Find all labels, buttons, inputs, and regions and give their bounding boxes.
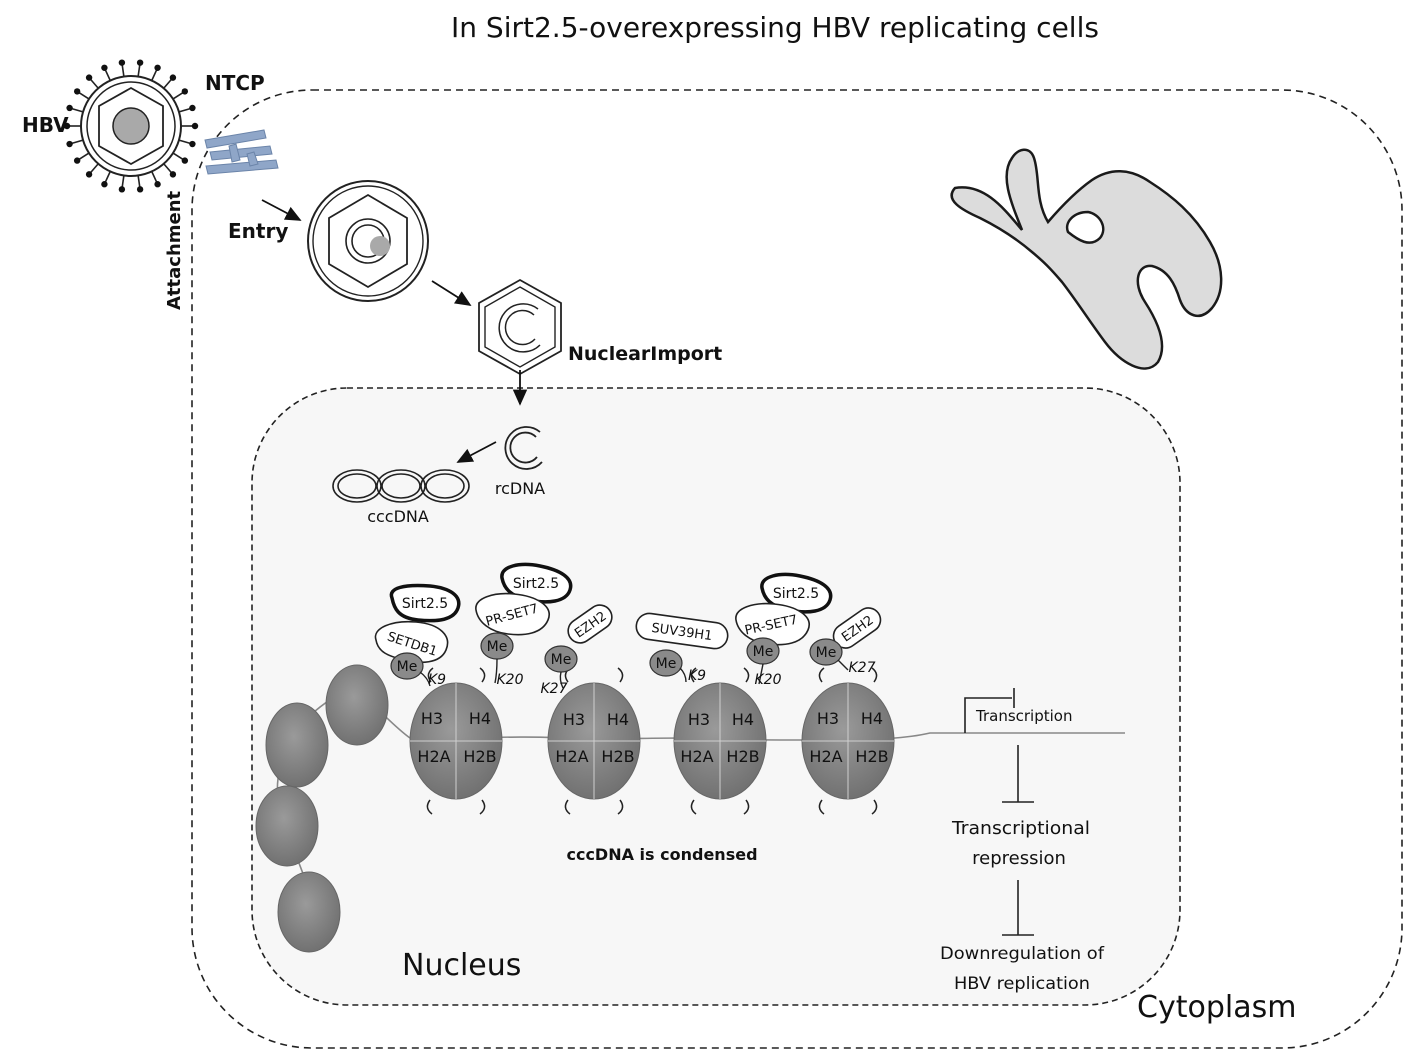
histone-h3: H3	[688, 710, 710, 729]
histone-h4: H4	[861, 709, 883, 728]
histone-h2a: H2A	[555, 747, 588, 766]
envelope-spike-tip	[101, 181, 108, 188]
sirt-label: Sirt2.5	[513, 576, 559, 592]
modifier-group-4: SUV39H1 Me K9	[635, 612, 729, 684]
cytoplasm-label: Cytoplasm	[1137, 990, 1296, 1025]
nucleosome-2: H3 H4 H2A H2B	[547, 667, 641, 815]
sirt-label: Sirt2.5	[402, 596, 448, 612]
cell-membrane	[191, 89, 1403, 1049]
envelope-spike-tip	[85, 74, 93, 81]
envelope-spike-tip	[73, 88, 81, 95]
histone-h2a: H2A	[809, 747, 842, 766]
entry-label: Entry	[228, 219, 288, 243]
me-label: Me	[551, 652, 572, 668]
transcription-label: Transcription	[975, 707, 1072, 725]
sirt-label: Sirt2.5	[773, 586, 819, 602]
me-label: Me	[816, 645, 837, 661]
cccdna-molecule	[332, 469, 470, 503]
histone-h2a: H2A	[417, 747, 450, 766]
conversion-arrow	[456, 441, 497, 463]
cccdna-label: cccDNA	[367, 507, 429, 526]
k9-label: K9	[428, 672, 446, 688]
histone-h2b: H2B	[855, 747, 888, 766]
figure-title: In Sirt2.5-overexpressing HBV replicatin…	[451, 11, 1099, 44]
rcdna-molecule	[504, 426, 543, 470]
k20-label: K20	[497, 672, 524, 688]
chromatin-state-label: cccDNA is condensed	[566, 845, 757, 864]
envelope-spike-tip	[136, 186, 144, 193]
hbv-virion	[63, 59, 199, 193]
envelope-spike-tip	[154, 64, 161, 71]
histone-h4: H4	[469, 709, 491, 728]
envelope-spike-tip	[66, 140, 73, 148]
envelope-spike-tip	[169, 74, 177, 81]
envelope-spike-tip	[189, 140, 196, 148]
nucleosome-1: H3 H4 H2A H2B	[409, 667, 503, 815]
histone-h2b: H2B	[601, 747, 634, 766]
nucleus-label: Nucleus	[402, 948, 521, 983]
envelope-spike-tip	[154, 181, 161, 188]
envelope-spike-tip	[189, 104, 196, 112]
modifier-group-5: Sirt2.5 PR-SET7 Me K20	[735, 572, 833, 688]
k20-label: K20	[755, 672, 782, 688]
envelope-spike-tip	[66, 104, 73, 112]
envelope-spike-tip	[191, 122, 199, 130]
envelope-spike-tip	[181, 88, 189, 95]
histone-h4: H4	[732, 710, 754, 729]
release-arrow	[431, 280, 472, 306]
modifier-group-2: Sirt2.5 PR-SET7 Me K20	[475, 562, 573, 688]
envelope-spike-tip	[169, 171, 177, 178]
k27-label: K27	[541, 681, 568, 697]
k27-label: K27	[849, 660, 876, 676]
downregulation-label-line2: HBV replication	[954, 974, 1090, 994]
transcription-start-site	[964, 697, 1012, 733]
histone-h3: H3	[421, 709, 443, 728]
histone-h2b: H2B	[726, 747, 759, 766]
envelope-spike-tip	[136, 59, 144, 66]
attachment-label: Attachment	[164, 190, 185, 310]
organelle-shape	[950, 148, 1223, 370]
envelope-spike-tip	[181, 157, 189, 164]
envelope-spike-tip	[85, 171, 93, 178]
histone-h3: H3	[817, 709, 839, 728]
entry-arrow	[261, 199, 302, 221]
envelope-spike-tip	[118, 186, 126, 193]
hbv-label: HBV	[22, 113, 69, 137]
histone-h3: H3	[563, 710, 585, 729]
capsid	[478, 278, 562, 376]
histone-h2b: H2B	[463, 747, 496, 766]
rcdna-label: rcDNA	[495, 479, 545, 498]
repression-label-line1: Transcriptional	[951, 818, 1090, 839]
envelope-spike-tip	[73, 157, 81, 164]
envelope-spike-tip	[118, 59, 126, 66]
me-label: Me	[656, 656, 677, 672]
endosome	[307, 180, 429, 302]
me-label: Me	[397, 659, 418, 675]
nuclear-import-label: NuclearImport	[568, 343, 722, 365]
k9-label: K9	[688, 668, 706, 684]
me-label: Me	[487, 639, 508, 655]
nucleosome-3: H3 H4 H2A H2B	[673, 667, 767, 815]
nucleosome-4: H3 H4 H2A H2B	[801, 667, 895, 815]
modifier-group-1: Sirt2.5 SETDB1 Me K9	[374, 583, 461, 688]
nucleosome-array-left	[255, 664, 389, 953]
downregulation-label-line1: Downregulation of	[940, 944, 1105, 964]
ntcp-label: NTCP	[205, 71, 265, 95]
histone-h2a: H2A	[680, 747, 713, 766]
histone-h4: H4	[607, 710, 629, 729]
envelope-spike-tip	[63, 122, 71, 130]
repression-label-line2: repression	[972, 848, 1066, 869]
ntcp-receptor	[204, 129, 279, 175]
envelope-spike-tip	[101, 64, 108, 71]
me-label: Me	[753, 644, 774, 660]
